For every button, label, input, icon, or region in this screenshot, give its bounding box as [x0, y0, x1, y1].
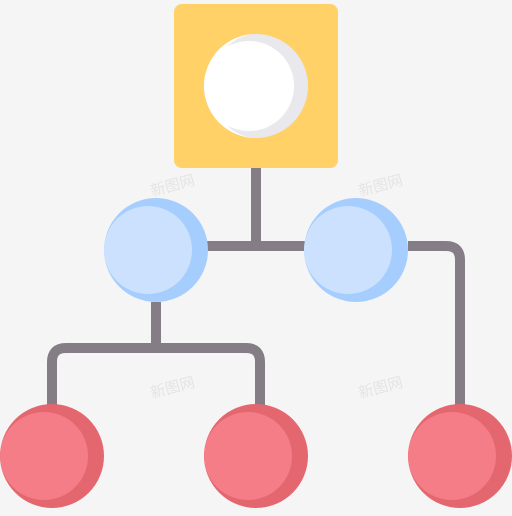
watermark-text: 新图网	[357, 171, 405, 200]
watermark-text: 新图网	[149, 171, 197, 200]
leaf-node-left	[0, 404, 104, 508]
watermark-text: 新图网	[357, 373, 405, 402]
leaf-node-right	[408, 404, 512, 508]
mid-node-right	[304, 198, 408, 302]
root-circle-icon	[204, 34, 308, 138]
connectors	[47, 166, 465, 405]
leaf-node-middle	[204, 404, 308, 508]
watermark-text: 新图网	[149, 373, 197, 402]
connector-left-bar	[47, 343, 265, 405]
mid-node-left	[104, 198, 208, 302]
root-node	[174, 4, 338, 168]
connector-right-branch	[408, 241, 465, 405]
